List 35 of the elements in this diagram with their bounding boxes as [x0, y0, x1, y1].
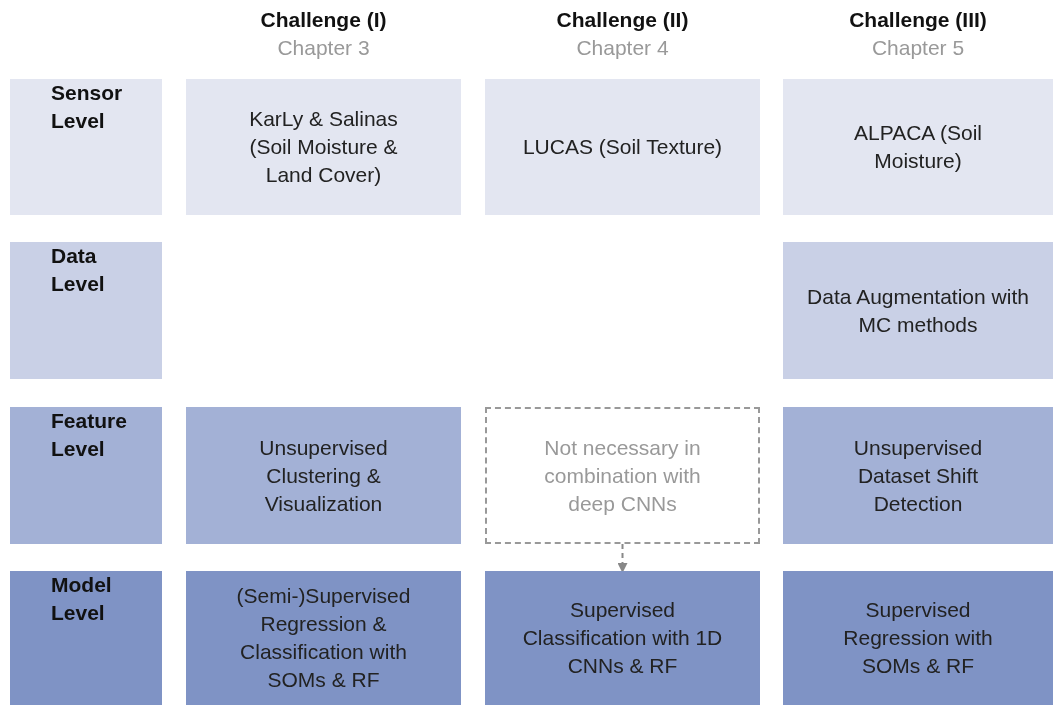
process-box [783, 242, 1053, 379]
row-header [10, 79, 162, 215]
arrow [617, 543, 628, 573]
column-subtitle: Chapter 3 [276, 36, 371, 60]
box-text: ALPACA (Soil Moisture) [853, 120, 983, 174]
box-text: Not necessary in combination with deep CNNs [543, 434, 702, 517]
column-subtitle: Chapter 5 [870, 36, 966, 60]
row-header [10, 571, 162, 705]
process-box [783, 407, 1053, 544]
box-text: Data Augmentation with MC methods [806, 283, 1030, 338]
process-box [186, 79, 461, 215]
column-title: Challenge (I) [259, 8, 388, 32]
row-title: Feature Level [51, 408, 128, 462]
row-header [10, 407, 162, 544]
process-box [186, 571, 461, 705]
box-text: LUCAS (Soil Texture) [522, 134, 723, 160]
process-box [485, 79, 760, 215]
process-box [783, 571, 1053, 705]
box-text: Supervised Classification with 1D CNNs & RF [521, 597, 724, 679]
box-text: Unsupervised Dataset Shift Detection [852, 434, 984, 517]
row-title: Sensor Level [51, 80, 124, 134]
box-text: (Semi-)Supervised Regression & Classification with SOMs & RF [235, 583, 412, 693]
column-title: Challenge (II) [555, 8, 690, 32]
column-title: Challenge (III) [848, 8, 988, 32]
row-title: Data Level [51, 243, 106, 297]
process-box [783, 79, 1053, 215]
box-text: Supervised Regression with SOMs & RF [842, 597, 994, 679]
box-text: Unsupervised Clustering & Visualization [258, 434, 389, 517]
row-title: Model Level [51, 572, 113, 626]
process-box [186, 407, 461, 544]
column-subtitle: Chapter 4 [575, 36, 670, 60]
box-text: KarLy & Salinas (Soil Moisture & Land Cover) [248, 106, 399, 188]
row-header [10, 242, 162, 379]
process-box [485, 571, 760, 705]
dashed-box [485, 407, 760, 544]
